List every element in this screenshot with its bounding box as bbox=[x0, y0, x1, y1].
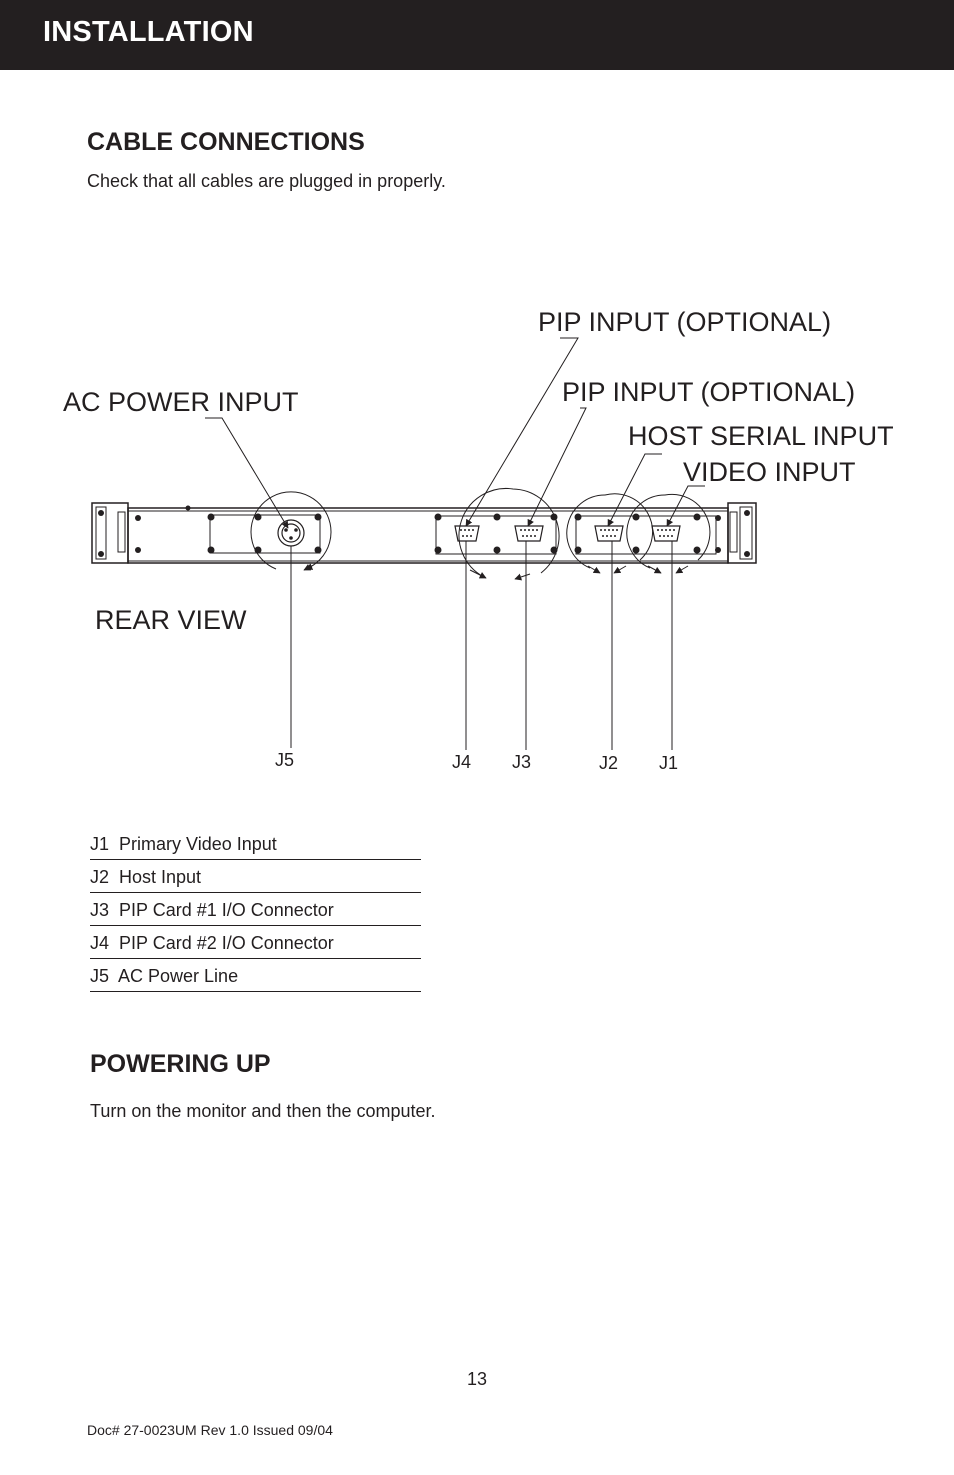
rear-view-label: REAR VIEW bbox=[95, 605, 247, 635]
host-serial-input-label: HOST SERIAL INPUT bbox=[628, 421, 894, 451]
callout-leaders bbox=[205, 337, 705, 529]
connectors bbox=[277, 519, 681, 547]
j5-label: J5 bbox=[275, 750, 294, 770]
j4-label: J4 bbox=[452, 752, 471, 772]
pip-input-label-second: PIP INPUT (OPTIONAL) bbox=[562, 377, 855, 407]
list-item: J5 AC Power Line bbox=[90, 959, 421, 992]
powering-up-text: Turn on the monitor and then the compute… bbox=[90, 1101, 436, 1121]
powering-up-heading: POWERING UP bbox=[90, 1050, 271, 1078]
connection-list: J1 Primary Video Input J2 Host Input J3 … bbox=[90, 827, 421, 992]
j2-label: J2 bbox=[599, 753, 618, 773]
rear-view-diagram: PIP INPUT (OPTIONAL) PIP INPUT (OPTIONAL… bbox=[63, 307, 894, 773]
pip-connector-j3 bbox=[514, 525, 544, 542]
pip-connector-j4 bbox=[454, 525, 480, 542]
list-item: J1 Primary Video Input bbox=[90, 827, 421, 860]
connector-leaders bbox=[290, 541, 673, 750]
pip-input-label-top: PIP INPUT (OPTIONAL) bbox=[538, 307, 831, 337]
ac-power-input-label: AC POWER INPUT bbox=[63, 387, 299, 417]
list-item: J2 Host Input bbox=[90, 860, 421, 893]
host-serial-connector-j2 bbox=[594, 525, 624, 542]
j1-label: J1 bbox=[659, 753, 678, 773]
page-header-title: INSTALLATION bbox=[43, 16, 254, 48]
rotation-arcs bbox=[250, 488, 711, 581]
chassis-rear-panel bbox=[91, 502, 757, 564]
document-id: Doc# 27-0023UM Rev 1.0 Issued 09/04 bbox=[87, 1422, 333, 1438]
j3-label: J3 bbox=[512, 752, 531, 772]
list-item: J4 PIP Card #2 I/O Connector bbox=[90, 926, 421, 959]
video-input-label: VIDEO INPUT bbox=[683, 457, 856, 487]
header-bar: INSTALLATION bbox=[0, 0, 954, 70]
cable-connections-heading: CABLE CONNECTIONS bbox=[87, 128, 365, 156]
video-connector-j1 bbox=[651, 525, 681, 542]
list-item: J3 PIP Card #1 I/O Connector bbox=[90, 893, 421, 926]
page-number: 13 bbox=[467, 1369, 488, 1389]
cable-connections-text: Check that all cables are plugged in pro… bbox=[87, 171, 446, 191]
